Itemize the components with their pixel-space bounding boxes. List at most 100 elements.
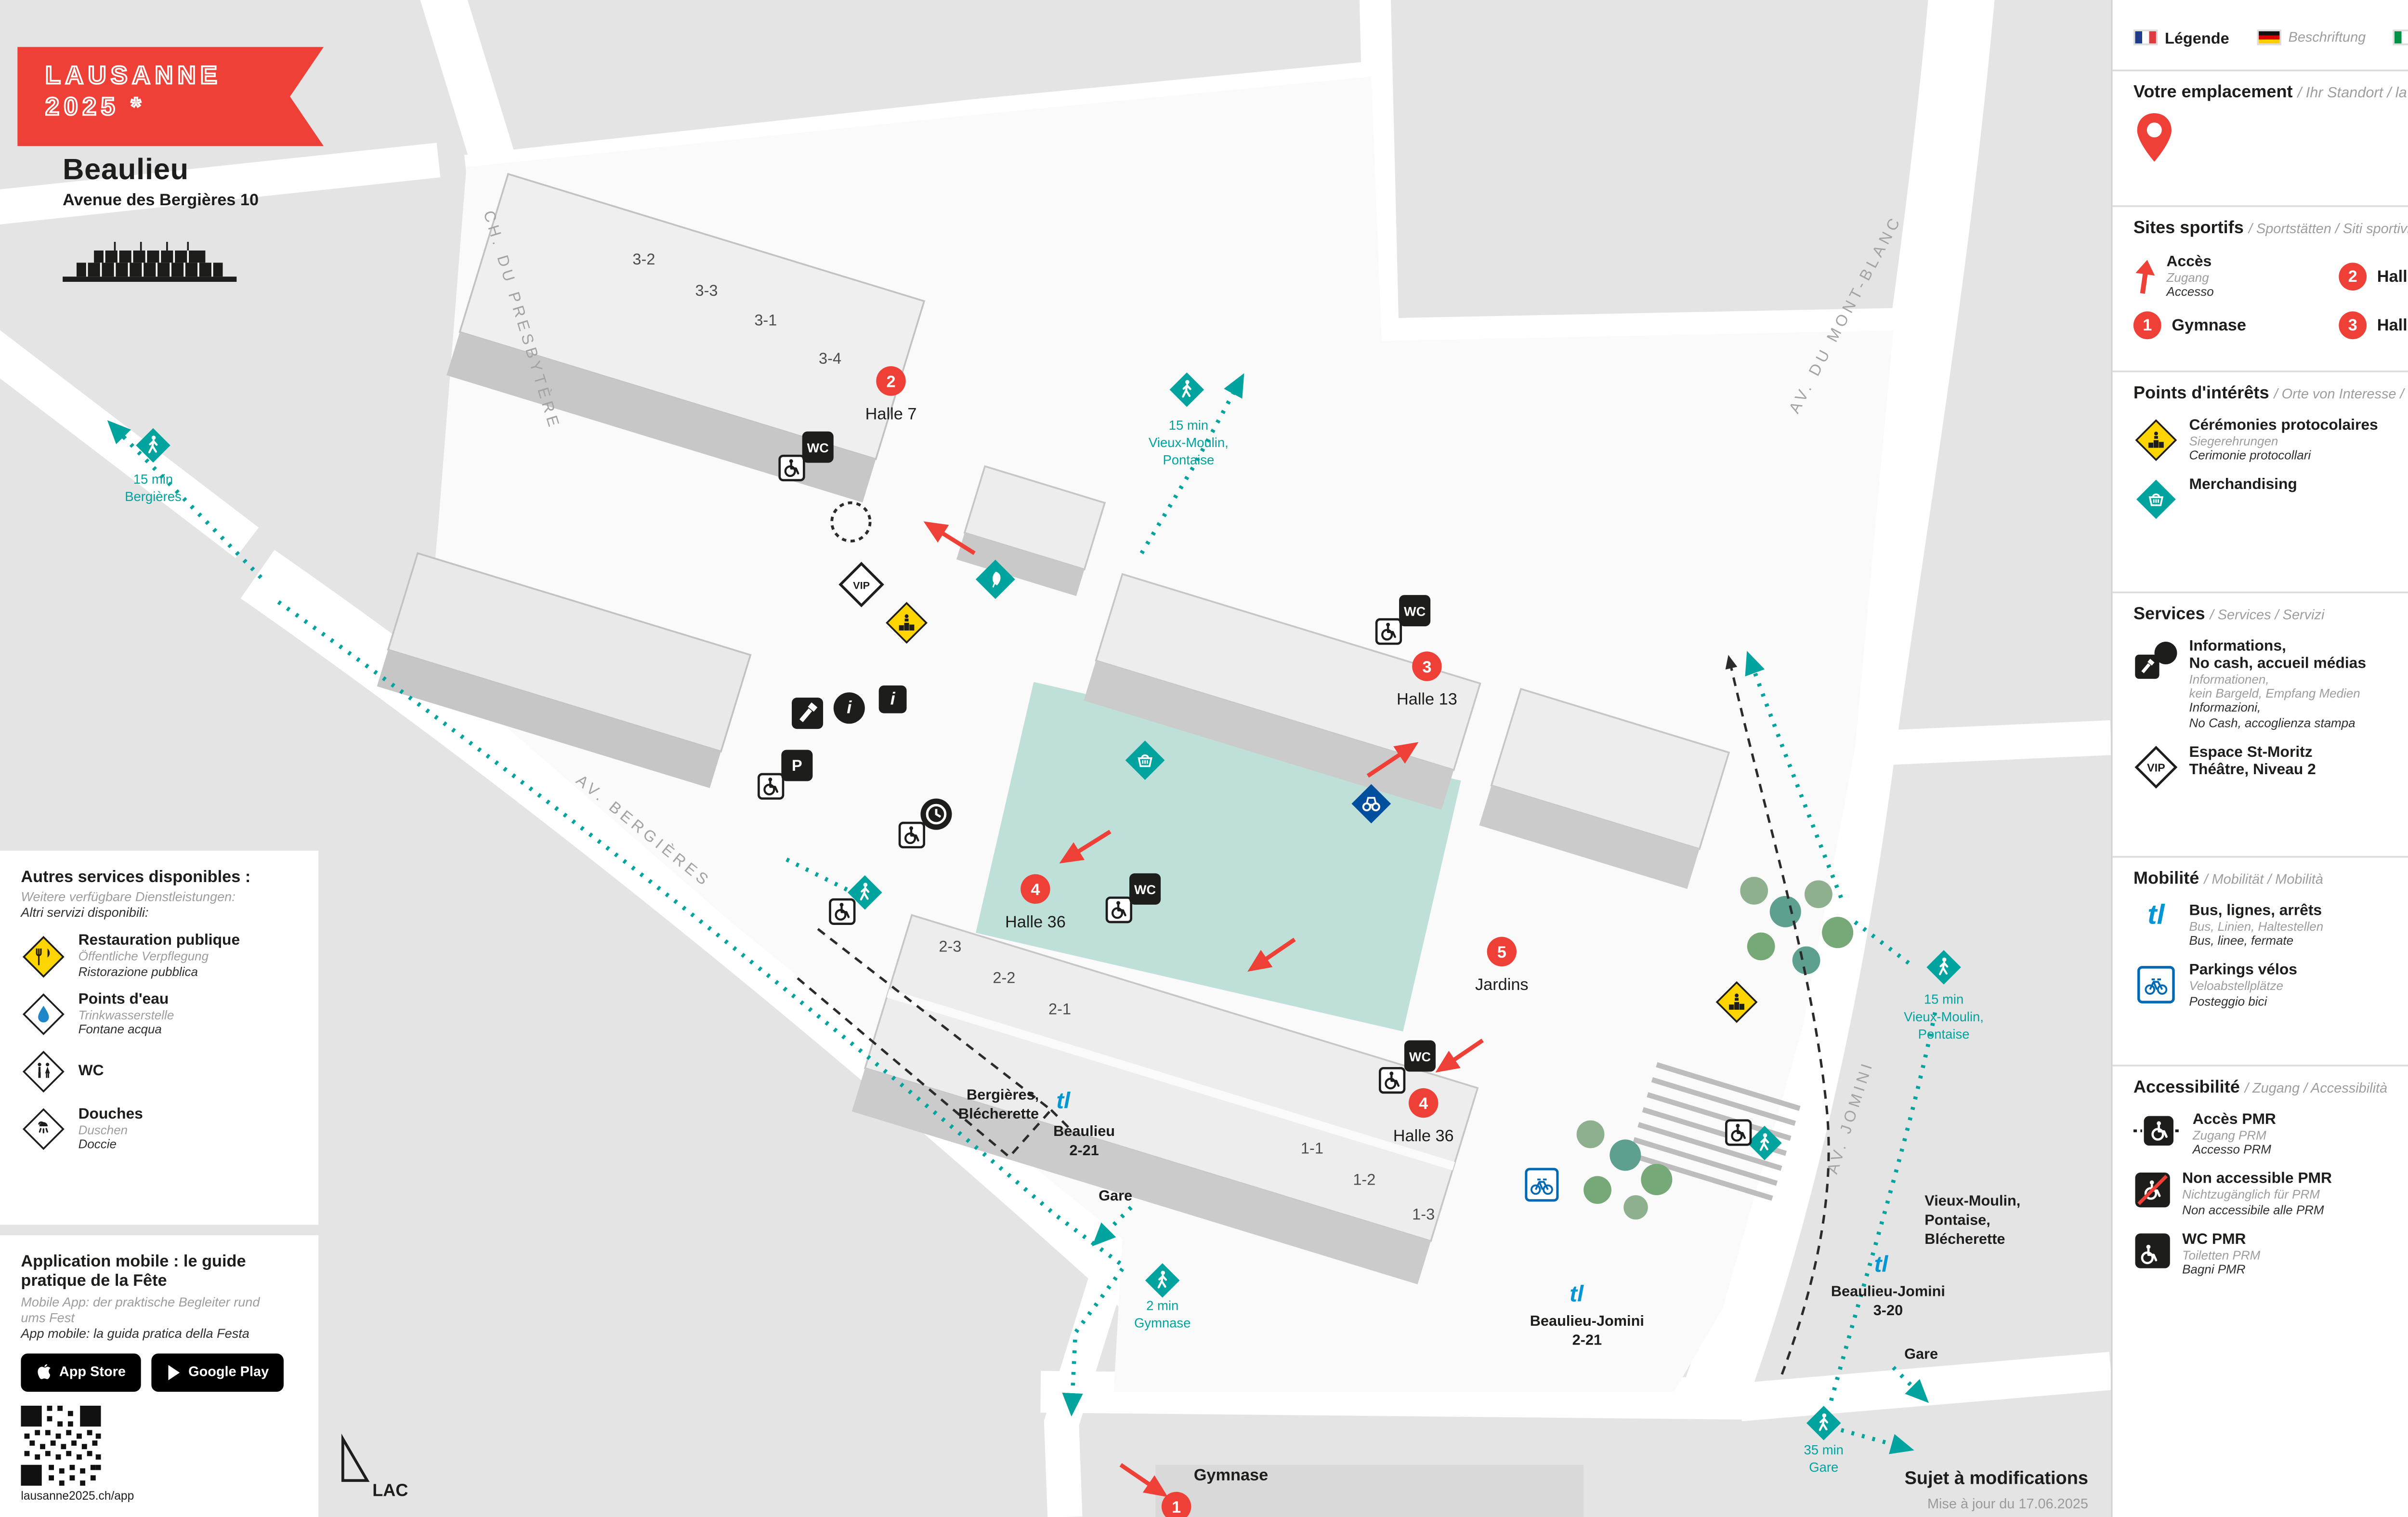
svg-text:Jardins: Jardins [1475, 976, 1529, 994]
svg-text:Beaulieu-Jomini: Beaulieu-Jomini [1831, 1282, 1945, 1299]
svg-text:2-2: 2-2 [993, 969, 1015, 986]
legend-ceremonies: Cérémonies protocolaires Siegerehrungen … [2133, 416, 2399, 463]
svg-text:Halle 13: Halle 13 [1397, 690, 1457, 709]
svg-text:Pontaise,: Pontaise, [1924, 1211, 1990, 1228]
app-store-badge[interactable]: App Store [21, 1353, 142, 1392]
legend-pmr-non-accessible: Non accessible PMR Nichtzugänglich für P… [2133, 1170, 2399, 1217]
wc-diamond-icon [22, 1051, 65, 1093]
parking-icon: P [781, 750, 813, 781]
legend-venue-halle13: 3 Halle 13 [2339, 312, 2408, 340]
svg-text:Beaulieu: Beaulieu [1053, 1122, 1115, 1139]
your-location-section: Votre emplacement / Ihr Standort / la vo… [2112, 69, 2408, 205]
info-square-icon: i [878, 685, 907, 713]
venue-marker-jardins: 5 Jardins [1475, 937, 1529, 994]
venue-marker-halle13: 3 Halle 13 [1397, 651, 1457, 709]
building-halle13 [1084, 573, 1481, 810]
service-item-douches: Douches Duschen Doccie [21, 1105, 298, 1153]
ceremony-icon [886, 602, 928, 644]
legend-pmr-wc: WC WC PMR Toiletten PRM Bagni PMR [2133, 1230, 2399, 1277]
svg-text:Gare: Gare [1809, 1460, 1838, 1475]
svg-text:WC: WC [1134, 882, 1156, 897]
svg-text:1-2: 1-2 [1353, 1171, 1375, 1188]
app-subtitle-it: App mobile: la guida pratica della Festa [21, 1325, 249, 1341]
wheelchair-icon [778, 454, 805, 482]
play-icon [169, 1364, 181, 1380]
legend-venue-gymnase: 1 Gymnase [2133, 312, 2339, 340]
legend-vip: VIP Espace St-Moritz Théâtre, Niveau 2 [2133, 743, 2399, 790]
svg-text:Vieux-Moulin,: Vieux-Moulin, [1149, 435, 1229, 450]
svg-text:Pontaise: Pontaise [1918, 1027, 1970, 1042]
venue-marker-halle7: 2 Halle 7 [865, 366, 917, 423]
wheelchair-icon [898, 821, 926, 849]
svg-text:Beaulieu-Jomini: Beaulieu-Jomini [1530, 1312, 1644, 1329]
svg-text:Halle 36: Halle 36 [1005, 913, 1066, 931]
venue-marker-halle36-west: 4 Halle 36 [1005, 874, 1066, 931]
svg-text:WC: WC [807, 440, 829, 455]
other-services-title: Autres services disponibles : [21, 868, 251, 887]
legend-it: Didascalia [2394, 29, 2408, 45]
venue-marker-halle36-east: 4 Halle 36 [1393, 1088, 1454, 1145]
svg-text:Gymnase: Gymnase [1134, 1315, 1191, 1330]
sports-sites-section: Sites sportifs / Sportstätten / Siti spo… [2112, 205, 2408, 370]
access-arrows [923, 521, 1484, 1497]
svg-text:5: 5 [1497, 943, 1506, 962]
building-gymnase [1155, 1464, 1584, 1517]
flag-germany-icon [2257, 29, 2282, 45]
services-section: Services / Services / Servizi i Informat… [2112, 591, 2408, 856]
legend-de: Beschriftung [2257, 29, 2366, 45]
legend-bus: tl Bus, lignes, arrêts Bus, Linien, Halt… [2133, 901, 2399, 949]
other-services-panel: Autres services disponibles : Weitere ve… [0, 850, 319, 1225]
svg-text:Vieux-Moulin,: Vieux-Moulin, [1924, 1192, 2020, 1209]
svg-text:Blécherette: Blécherette [1924, 1230, 2005, 1247]
location-label-rest: / Ihr Standort / la vostra posizione [2297, 83, 2408, 101]
wheelchair-icon [1725, 1119, 1752, 1146]
water-icon [22, 993, 65, 1035]
wc-icon: WC [1399, 595, 1431, 627]
svg-text:Halle 7: Halle 7 [865, 405, 917, 423]
legend-informations: i Informations, No cash, accueil médias … [2133, 637, 2399, 730]
page-title: Beaulieu [63, 153, 189, 186]
apple-icon [38, 1364, 51, 1380]
ceremony-icon [1715, 981, 1758, 1023]
tl-logo: tl [2147, 901, 2165, 931]
qr-code [21, 1405, 101, 1486]
building-east [1479, 687, 1730, 889]
svg-text:15 min: 15 min [133, 472, 173, 487]
legend-venue-halle7: 2 Halle 7 [2339, 254, 2408, 300]
bike-icon [2137, 966, 2175, 1004]
svg-text:35 min: 35 min [1804, 1442, 1844, 1457]
walking-routes [107, 373, 1937, 1454]
svg-text:Gare: Gare [1099, 1187, 1132, 1204]
legend-fr: Légende [2133, 29, 2229, 46]
flag-italy-icon [2394, 29, 2408, 45]
svg-text:VIP: VIP [2147, 761, 2165, 774]
svg-text:i: i [847, 698, 852, 717]
google-play-badge[interactable]: Google Play [152, 1353, 285, 1392]
svg-text:15 min: 15 min [1169, 418, 1208, 433]
svg-text:Gymnase: Gymnase [1194, 1466, 1268, 1484]
wheelchair-icon [829, 898, 856, 925]
svg-text:WC: WC [1404, 604, 1426, 619]
wc-icon: WC [802, 431, 834, 463]
svg-text:3-3: 3-3 [695, 282, 718, 299]
site-title-block: Beaulieu Avenue des Bergières 10 [63, 153, 259, 211]
bus-stop-beaulieu: tl Bergières, Blécherette Beaulieu 2-21 … [958, 1086, 1132, 1203]
flag-france-icon [2133, 29, 2158, 45]
svg-text:2 min: 2 min [1146, 1298, 1178, 1313]
svg-text:Vieux-Moulin,: Vieux-Moulin, [1904, 1009, 1984, 1024]
brand-line2: 2025 * [44, 93, 145, 123]
pmr-access-icon [2133, 1116, 2183, 1146]
pmr-routes [796, 501, 1830, 1375]
block-numbers: 3-2 3-3 3-1 3-4 2-3 2-2 2-1 1-1 1-2 1-3 [632, 251, 1435, 1223]
service-item-restauration: Restauration publique Öffentliche Verpfl… [21, 932, 298, 979]
legend-language-header: Légende Beschriftung Didascalia [2113, 0, 2408, 69]
wc-icon: WC [1129, 873, 1161, 905]
lac-label: LAC [372, 1480, 408, 1500]
wc-icon: WC [1404, 1040, 1436, 1072]
svg-text:3-20: 3-20 [1873, 1302, 1903, 1319]
site-map: CH. DU PRESBYTÈRE AV. BERGIÈRES AV. DU M… [0, 0, 2111, 1517]
svg-text:Gare: Gare [1904, 1345, 1938, 1362]
svg-text:Halle 36: Halle 36 [1393, 1127, 1454, 1145]
svg-text:3: 3 [1422, 658, 1431, 676]
